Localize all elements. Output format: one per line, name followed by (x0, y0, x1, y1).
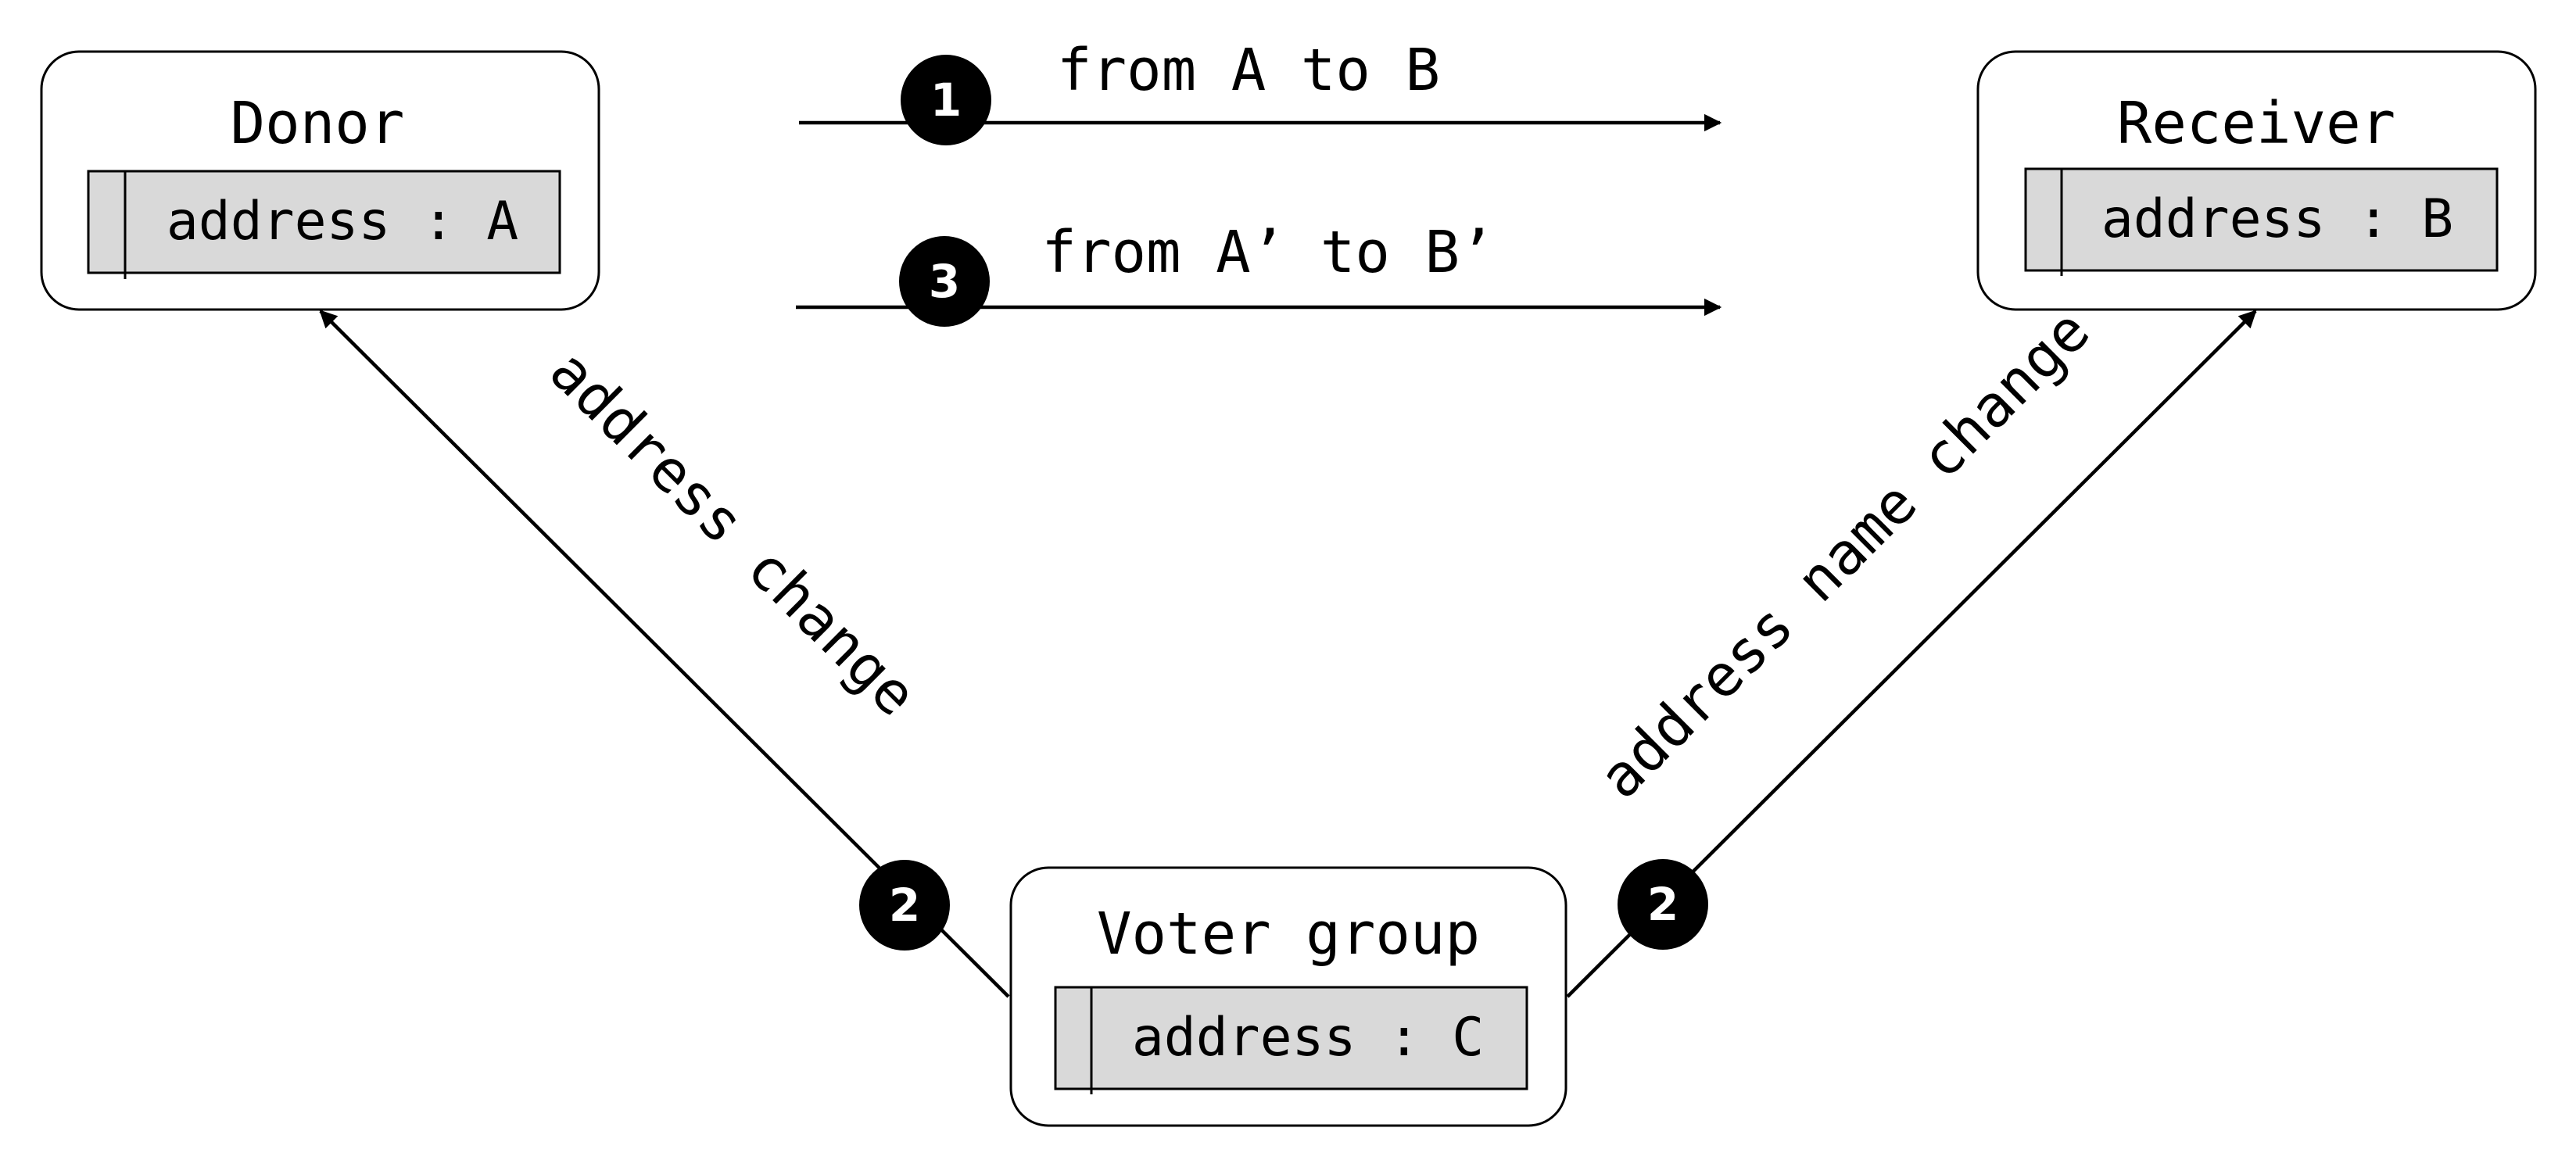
transfer-1-label: from A to B (1057, 37, 1440, 104)
step-badge-3-number: 3 (929, 255, 960, 308)
transfer-arrow-3: 3 from A’ to B’ (796, 219, 1722, 327)
donor-address-text: address : A (167, 191, 518, 252)
donor-change-arrow: 2 address change (319, 310, 1010, 998)
step-badge-2-left (859, 860, 950, 951)
transfer-arrow-1: 1 from A to B (799, 37, 1722, 145)
receiver-change-arrow: 2 address name change (1566, 297, 2257, 998)
step-badge-3 (899, 236, 990, 327)
receiver-node: Receiver address : B (1976, 50, 2537, 311)
voter-group-address-text: address : C (1132, 1007, 1484, 1069)
transfer-3-label: from A’ to B’ (1041, 219, 1494, 286)
receiver-title: Receiver (2117, 90, 2395, 157)
step-badge-2-left-number: 2 (889, 879, 920, 932)
step-badge-2-right-number: 2 (1647, 878, 1679, 931)
step-badge-2-right (1618, 859, 1708, 950)
voter-group-address-field: address : C (1054, 986, 1528, 1094)
step-badge-1-number: 1 (930, 73, 962, 127)
donor-node: Donor address : A (40, 50, 600, 311)
step-badge-1 (901, 55, 991, 145)
voter-group-title: Voter group (1097, 900, 1480, 968)
donor-change-label: address change (536, 338, 930, 729)
receiver-address-text: address : B (2101, 188, 2453, 250)
voter-group-node: Voter group address : C (1009, 866, 1567, 1127)
donor-title: Donor (231, 90, 405, 157)
receiver-change-label: address name change (1586, 297, 2102, 811)
receiver-address-field: address : B (2024, 167, 2499, 276)
donor-address-field: address : A (87, 170, 561, 279)
